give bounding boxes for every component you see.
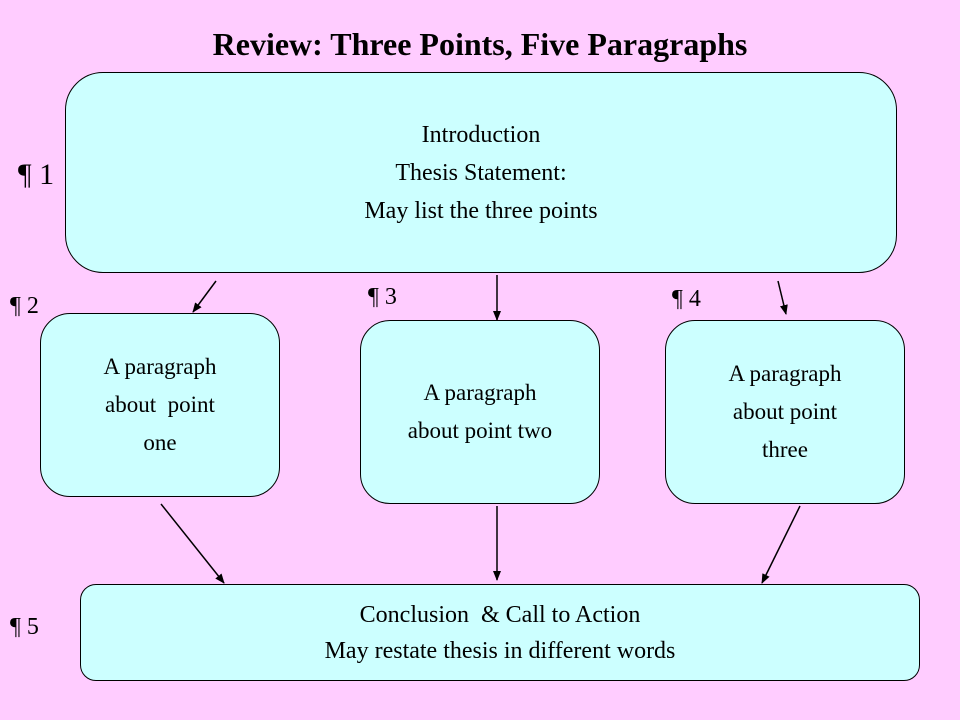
introduction-heading: Introduction [421, 121, 541, 148]
body-paragraph-one-line-1: A paragraph [103, 354, 217, 379]
conclusion-heading: Conclusion & Call to Action [359, 601, 641, 628]
body-paragraph-one-box: A paragraph about point one [40, 313, 280, 497]
arrow-point-one-to-conclusion [160, 503, 225, 584]
diagram-title: Review: Three Points, Five Paragraphs [212, 26, 748, 62]
body-paragraph-three-line-2: about point [732, 399, 838, 424]
body-paragraph-three-box: A paragraph about point three [665, 320, 905, 504]
arrow-point-three-to-conclusion [761, 505, 801, 584]
paragraph-label-3: ¶ 3 [368, 284, 397, 310]
introduction-box: Introduction Thesis Statement: May list … [65, 72, 897, 273]
body-paragraph-two-line-2: about point two [407, 418, 553, 443]
body-paragraph-two-box: A paragraph about point two [360, 320, 600, 504]
arrow-intro-to-point-three [777, 280, 788, 315]
body-paragraph-three-line-1: A paragraph [728, 361, 842, 386]
paragraph-label-2: ¶ 2 [10, 293, 39, 319]
conclusion-box: Conclusion & Call to Action May restate … [80, 584, 920, 681]
conclusion-note: May restate thesis in different words [324, 637, 676, 664]
thesis-statement-label: Thesis Statement: [395, 159, 567, 186]
body-paragraph-one-line-2: about point [105, 392, 215, 417]
arrow-intro-to-point-one [192, 280, 217, 313]
paragraph-label-1: ¶ 1 [18, 158, 55, 191]
body-paragraph-two-line-1: A paragraph [423, 380, 537, 405]
paragraph-label-5: ¶ 5 [10, 614, 39, 640]
paragraph-label-4: ¶ 4 [672, 286, 701, 312]
body-paragraph-one-line-3: one [143, 430, 177, 455]
thesis-statement-note: May list the three points [364, 197, 598, 224]
body-paragraph-three-line-3: three [762, 437, 808, 462]
